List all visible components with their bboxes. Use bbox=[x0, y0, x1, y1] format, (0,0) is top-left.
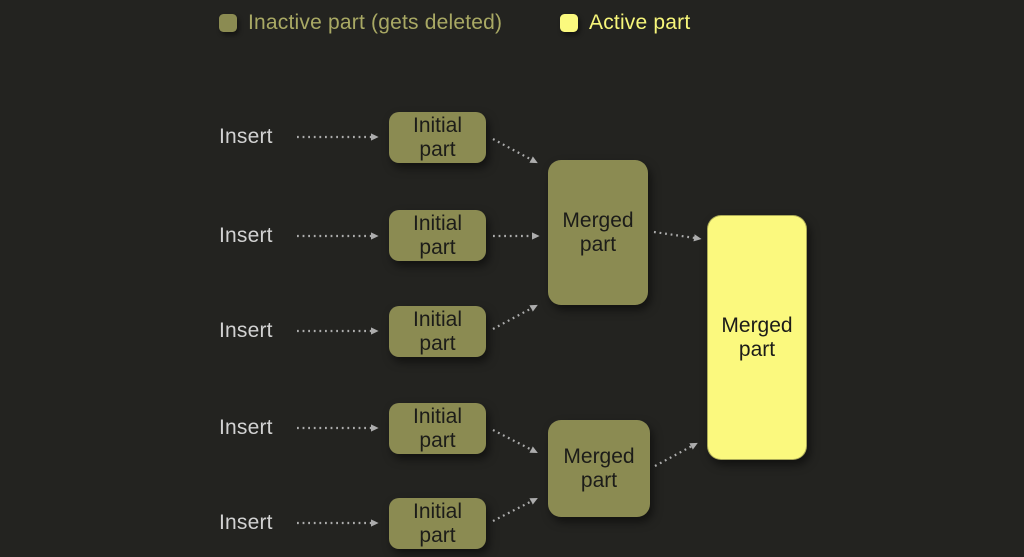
box-label-line: Initial bbox=[412, 307, 463, 331]
insert-label-1: Insert bbox=[219, 125, 273, 148]
legend-item-active: Active part bbox=[560, 10, 690, 36]
box-label-line: part bbox=[419, 523, 456, 547]
initial-part-box-1: Initial part bbox=[389, 112, 486, 163]
insert-label-4: Insert bbox=[219, 416, 273, 439]
box-label-line: Merged bbox=[721, 313, 793, 337]
initial-part-box-3: Initial part bbox=[389, 306, 486, 357]
arrow-merged2-final bbox=[654, 442, 698, 467]
box-label-line: part bbox=[419, 331, 456, 355]
initial-part-box-2: Initial part bbox=[389, 210, 486, 261]
insert-label-2: Insert bbox=[219, 224, 273, 247]
arrow-merged1-final bbox=[653, 230, 702, 242]
box-label-line: part bbox=[419, 137, 456, 161]
merged-part-box-2: Merged part bbox=[548, 420, 650, 517]
arrow-initial3-merged1 bbox=[492, 304, 538, 330]
box-label-line: Initial bbox=[412, 113, 463, 137]
box-label-line: Merged bbox=[562, 208, 634, 232]
legend-label-inactive: Inactive part (gets deleted) bbox=[248, 11, 503, 34]
active-part-swatch-icon bbox=[560, 14, 578, 32]
box-label-line: Initial bbox=[412, 499, 463, 523]
insert-label-5: Insert bbox=[219, 511, 273, 534]
box-label-line: Initial bbox=[412, 404, 463, 428]
inactive-part-swatch-icon bbox=[219, 14, 237, 32]
arrow-initial5-merged2 bbox=[492, 497, 538, 522]
box-label-line: part bbox=[738, 337, 776, 361]
merged-part-box-1: Merged part bbox=[548, 160, 648, 305]
arrow-initial4-merged2 bbox=[492, 429, 538, 454]
legend-item-inactive: Inactive part (gets deleted) bbox=[219, 10, 502, 36]
box-label-line: part bbox=[579, 232, 617, 256]
box-label-line: Initial bbox=[412, 211, 463, 235]
box-label-line: Merged bbox=[563, 444, 635, 468]
initial-part-box-5: Initial part bbox=[389, 498, 486, 549]
box-label-line: part bbox=[419, 428, 456, 452]
final-merged-part-box: Merged part bbox=[707, 215, 807, 460]
initial-part-box-4: Initial part bbox=[389, 403, 486, 454]
arrow-initial1-merged1 bbox=[492, 138, 538, 164]
insert-label-3: Insert bbox=[219, 319, 273, 342]
legend-label-active: Active part bbox=[589, 11, 691, 34]
box-label-line: part bbox=[580, 468, 618, 492]
box-label-line: part bbox=[419, 235, 456, 259]
